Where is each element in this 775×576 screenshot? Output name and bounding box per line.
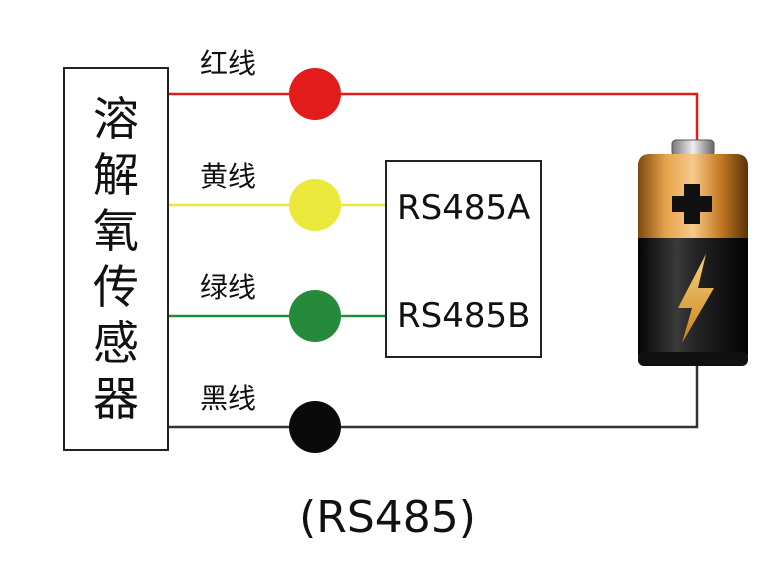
- sensor-char: 器: [93, 372, 139, 426]
- wire-label-yellow: 黄线: [200, 160, 257, 193]
- rs485a-label: RS485A: [397, 188, 531, 228]
- connector-black: [289, 401, 341, 453]
- sensor-box: 溶 解 氧 传 感 器: [63, 67, 169, 451]
- lightning-bolt-icon: [678, 254, 714, 343]
- plus-sign-icon: [672, 184, 712, 224]
- wire-label-green: 绿线: [200, 271, 257, 304]
- rs485b-label: RS485B: [397, 296, 531, 336]
- caption: (RS485): [299, 492, 476, 543]
- wire-black: [169, 365, 699, 429]
- rs485-box: RS485A RS485B: [385, 160, 542, 358]
- sensor-char: 溶: [93, 92, 139, 146]
- wire-red: [169, 92, 699, 140]
- wire-label-red: 红线: [200, 47, 257, 80]
- connector-red: [289, 68, 341, 120]
- sensor-char: 感: [93, 316, 139, 370]
- connector-yellow: [289, 179, 341, 231]
- sensor-char: 氧: [93, 204, 139, 258]
- sensor-char: 解: [93, 148, 139, 202]
- wire-label-black: 黑线: [200, 382, 257, 415]
- connector-green: [289, 290, 341, 342]
- sensor-label: 溶 解 氧 传 感 器: [65, 91, 167, 427]
- battery-icon: [638, 139, 748, 366]
- sensor-char: 传: [93, 260, 139, 314]
